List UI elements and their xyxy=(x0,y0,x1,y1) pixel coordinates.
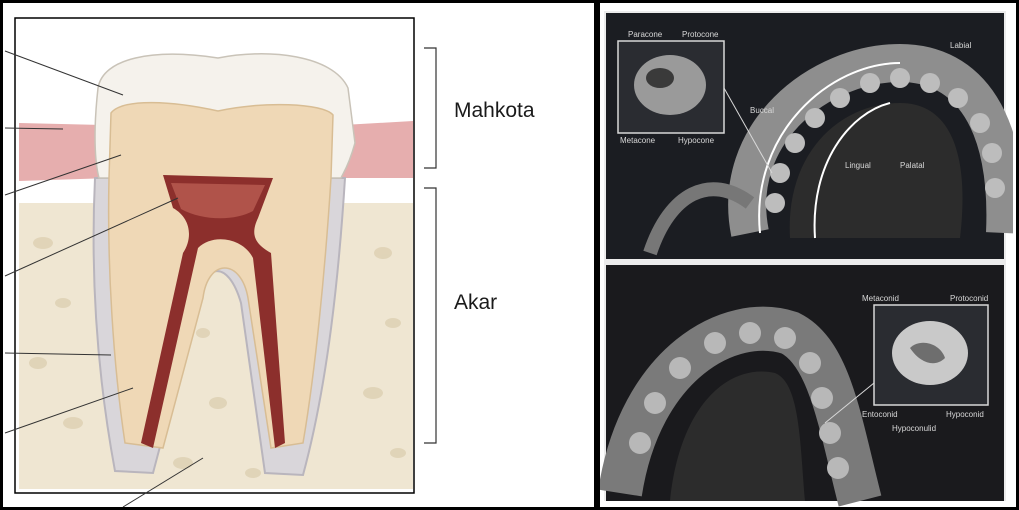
upper-molar-label: Paracone xyxy=(628,30,663,39)
arch-label: Labial xyxy=(950,41,972,50)
lower-molar-label: Protoconid xyxy=(950,294,988,303)
dental-arch-photo-panel: Paracone ProtoconeMetacone Hypocone LabialB… xyxy=(600,3,1013,507)
arch-label: Palatal xyxy=(900,161,925,170)
arch-label: Lingual xyxy=(845,161,871,170)
crown-label: Mahkota xyxy=(454,99,535,123)
upper-molar-label: Protocone xyxy=(682,30,719,39)
lower-molar-label: Metaconid xyxy=(862,294,899,303)
lower-molar-label: Entoconid xyxy=(862,410,898,419)
lower-molar-label: Hypoconid xyxy=(946,410,984,419)
upper-molar-label: Hypocone xyxy=(678,136,715,145)
upper-molar-label: Metacone xyxy=(620,136,656,145)
root-label: Akar xyxy=(454,291,497,315)
lower-molar-label: Hypoconulid xyxy=(892,424,936,433)
arch-label: Buccal xyxy=(750,106,774,115)
dental-arch-photograph: Paracone ProtoconeMetacone Hypocone LabialB… xyxy=(600,3,1013,507)
tooth-cross-section-illustration xyxy=(3,3,594,507)
tooth-anatomy-panel: Mahkota Akar xyxy=(3,3,594,507)
